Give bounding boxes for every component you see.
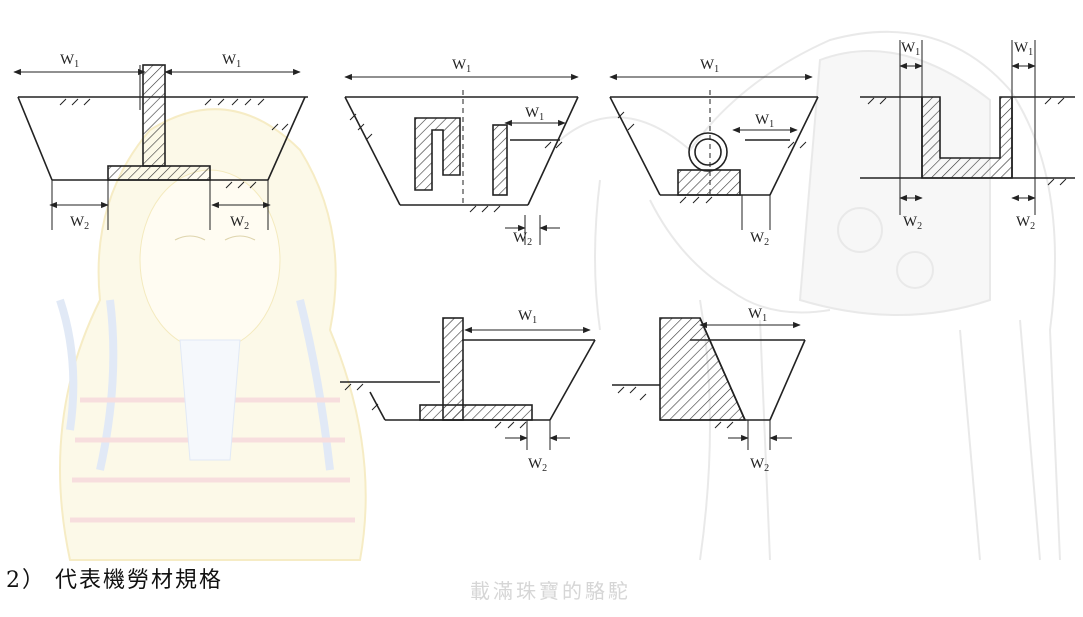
w2-label: W2	[903, 214, 922, 232]
w2-label: W2	[750, 456, 769, 474]
w2-label: W2	[1016, 214, 1035, 232]
w1-label: W1	[525, 105, 544, 123]
dimension-labels: W1 W1 W2 W2 W1 W1 W2 W1 W1 W2 W1 W1 W2 W…	[60, 40, 1035, 474]
w1-label: W1	[222, 52, 241, 70]
w2-label: W2	[230, 214, 249, 232]
section-caption: 2） 代表機勞材規格	[6, 568, 223, 593]
w2-label: W2	[750, 230, 769, 248]
w1-label: W1	[901, 40, 920, 58]
diagram-3	[609, 73, 819, 230]
diagram-4	[860, 40, 1075, 215]
pharaoh-watermark	[56, 108, 367, 561]
w1-label: W1	[518, 308, 537, 326]
diagram-1	[13, 64, 308, 230]
w1-label: W1	[700, 57, 719, 75]
diagram-2	[344, 73, 579, 245]
diagram-6	[612, 317, 806, 450]
w2-label: W2	[513, 230, 532, 248]
w1-label: W1	[1014, 40, 1033, 58]
diagram-5	[340, 317, 596, 450]
w1-label: W1	[755, 112, 774, 130]
diagram-lines	[13, 40, 1075, 450]
camel-watermark	[559, 30, 1061, 561]
w1-label: W1	[452, 57, 471, 75]
w2-label: W2	[528, 456, 547, 474]
watermark-text: 載滿珠寶的駱駝	[470, 579, 631, 603]
w1-label: W1	[748, 306, 767, 324]
w2-label: W2	[70, 214, 89, 232]
w1-label: W1	[60, 52, 79, 70]
